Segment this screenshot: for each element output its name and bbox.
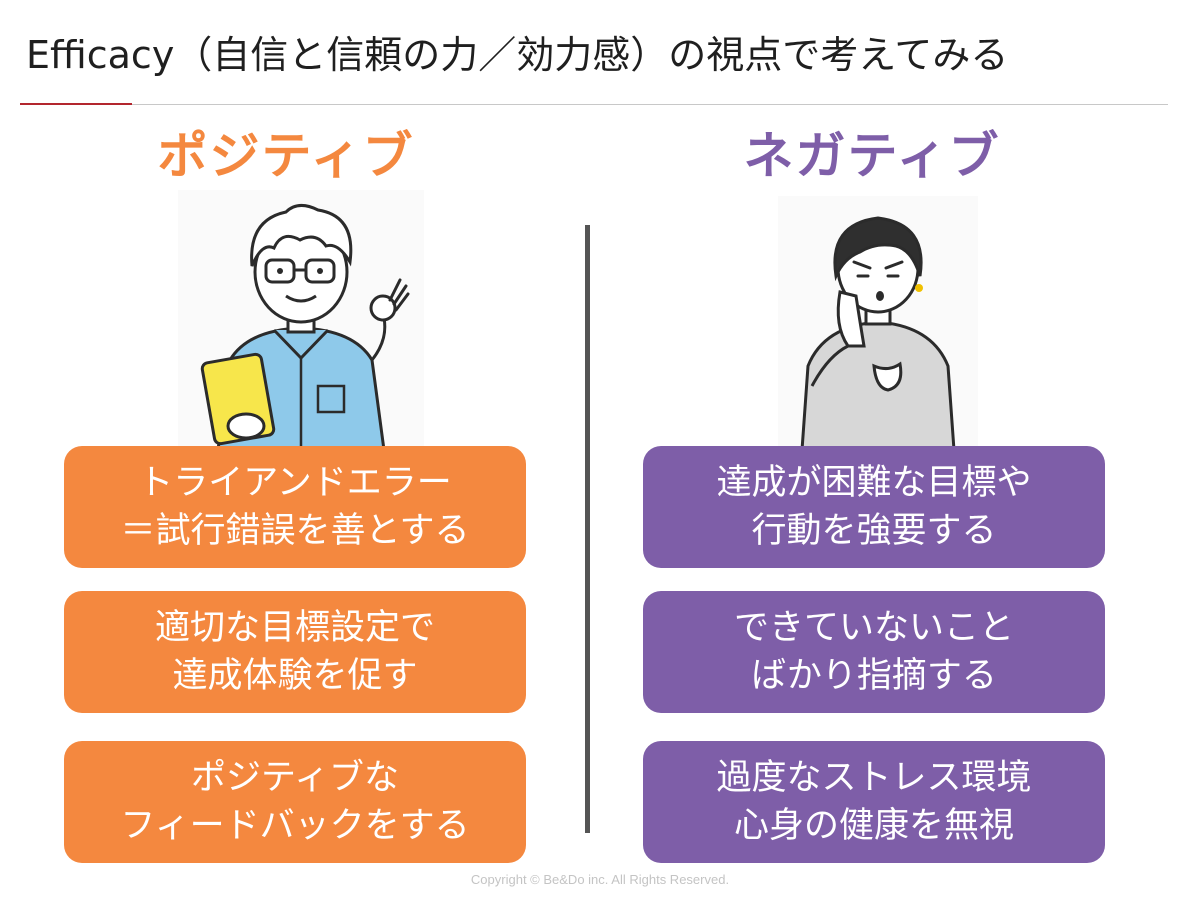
- title-divider: [20, 104, 1168, 105]
- negative-heading: ネガティブ: [743, 127, 1001, 185]
- negative-card-line1: 達成が困難な目標や: [716, 463, 1032, 503]
- negative-card-pointing-faults: できていないこと ばかり指摘する: [643, 591, 1105, 713]
- positive-card-line2: フィードバックをする: [120, 806, 470, 846]
- worried-woman-illustration: [778, 196, 978, 450]
- negative-card-line1: 過度なストレス環境: [716, 758, 1032, 798]
- title-accent-line: [20, 103, 132, 105]
- negative-card-line2: 行動を強要する: [751, 511, 997, 551]
- positive-card-line2: ＝試行錯誤を善とする: [120, 511, 470, 551]
- positive-card-trial-and-error: トライアンドエラー ＝試行錯誤を善とする: [64, 446, 526, 568]
- smiling-man-illustration: [178, 190, 424, 450]
- negative-card-line2: ばかり指摘する: [751, 656, 997, 696]
- positive-card-line2: 達成体験を促す: [172, 656, 418, 696]
- positive-card-goal-setting: 適切な目標設定で 達成体験を促す: [64, 591, 526, 713]
- positive-heading: ポジティブ: [157, 127, 415, 185]
- negative-card-forced-goals: 達成が困難な目標や 行動を強要する: [643, 446, 1105, 568]
- positive-card-line1: ポジティブな: [191, 758, 399, 798]
- positive-card-feedback: ポジティブな フィードバックをする: [64, 741, 526, 863]
- positive-card-line1: トライアンドエラー: [138, 463, 452, 503]
- column-divider: [585, 225, 590, 833]
- positive-card-line1: 適切な目標設定で: [154, 608, 435, 648]
- copyright-notice: Copyright © Be&Do inc. All Rights Reserv…: [470, 872, 730, 887]
- negative-card-line2: 心身の健康を無視: [733, 806, 1014, 846]
- slide-title: Efficacy（自信と信頼の力／効力感）の視点で考えてみる: [26, 33, 1009, 77]
- negative-card-stress: 過度なストレス環境 心身の健康を無視: [643, 741, 1105, 863]
- negative-card-line1: できていないこと: [733, 608, 1014, 648]
